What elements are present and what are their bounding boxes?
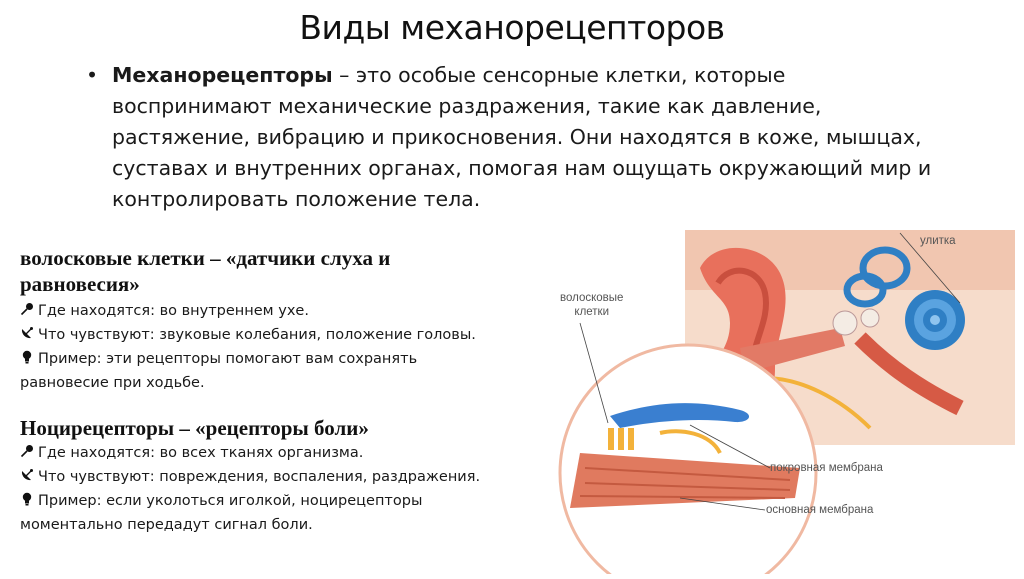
intro-paragraph: • Механорецепторы – это особые сенсорные… — [86, 60, 946, 215]
intro-text: Механорецепторы – это особые сенсорные к… — [112, 60, 946, 215]
hair-cells-pointer — [579, 322, 609, 424]
hair-cell — [618, 428, 624, 450]
eustachian-tube — [854, 332, 964, 416]
ear-illustration: улитка волосковые клетки покровная мембр… — [540, 228, 1020, 579]
label-basilar-membrane: основная мембрана — [766, 504, 874, 516]
example-line: Пример: если уколоться иголкой, ноциреце… — [20, 489, 520, 513]
example-line-cont: равновесие при ходьбе. — [20, 375, 205, 391]
hair-cell — [628, 428, 634, 450]
ear-canal — [740, 328, 845, 373]
ear-diagram — [558, 230, 1015, 579]
page-title: Виды механорецепторов — [299, 8, 725, 47]
basilar-tissue — [570, 453, 800, 508]
lightbulb-icon — [22, 492, 32, 506]
label-cochlea: улитка — [920, 235, 956, 247]
where-line: Где находятся: во внутреннем ухе. — [20, 299, 520, 323]
example-line-cont: моментально передадут сигнал боли. — [20, 517, 313, 533]
intro-term: Механорецепторы — [112, 63, 333, 87]
pin-icon — [20, 303, 33, 316]
nerve-fiber — [659, 429, 722, 455]
feel-line: Что чувствуют: звуковые колебания, полож… — [20, 323, 520, 347]
hair-cell — [608, 428, 614, 450]
tectorial-pointer — [689, 424, 771, 469]
example-line: Пример: эти рецепторы помогают вам сохра… — [20, 347, 520, 371]
ear-fold — [715, 267, 769, 364]
feel-line: Что чувствуют: повреждения, воспаления, … — [20, 465, 520, 489]
where-line: Где находятся: во всех тканях организма. — [20, 441, 520, 465]
semicircular-canal — [843, 272, 887, 308]
basilar-pointer — [679, 497, 766, 511]
label-hair-cells: волосковые клетки — [560, 292, 624, 318]
ossicle — [860, 308, 880, 328]
tectorial-membrane — [610, 403, 750, 428]
section-heading-line: волосковые клетки – «датчики слуха и — [20, 246, 391, 270]
label-tectorial-membrane: покровная мембрана — [770, 462, 883, 474]
tissue-striation — [579, 467, 791, 499]
section-nociceptors: Ноцирецепторы – «рецепторы боли» Где нах… — [20, 415, 520, 537]
cochlea-center — [930, 315, 940, 325]
lightbulb-icon — [22, 350, 32, 364]
bullet-marker: • — [86, 63, 99, 87]
cochlea-pointer — [899, 232, 961, 304]
section-heading-line: равновесия» — [20, 272, 140, 296]
ossicle — [832, 310, 858, 336]
section-heading: Ноцирецепторы – «рецепторы боли» — [20, 416, 369, 440]
section-hair-cells: волосковые клетки – «датчики слуха и рав… — [20, 245, 520, 395]
section-heading: волосковые клетки – «датчики слуха и рав… — [20, 245, 520, 297]
intro-definition: – это особые сенсорные клетки, которые в… — [112, 63, 932, 211]
pin-icon — [20, 445, 33, 458]
satellite-dish-icon — [21, 327, 33, 339]
satellite-dish-icon — [21, 469, 33, 481]
